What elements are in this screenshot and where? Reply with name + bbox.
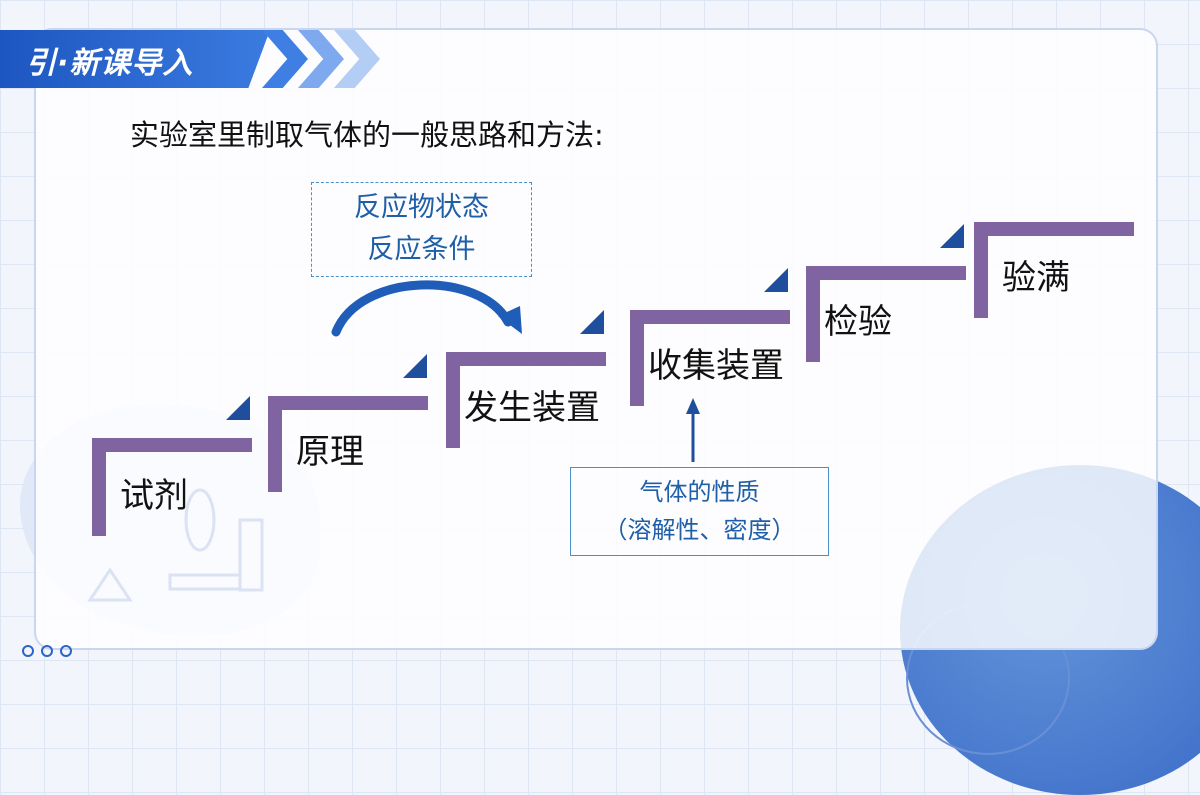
stair-step-5 [806,224,966,362]
stair-step-2 [268,354,428,492]
step-label-full-check: 验满 [1002,258,1070,298]
gas-properties-box: 气体的性质 （溶解性、密度） [570,467,829,556]
dot-icon [41,645,54,657]
step-label-principle: 原理 [296,432,364,472]
step-corner-icon [403,354,427,378]
step-label-reagent: 试剂 [120,476,188,516]
curved-arrow-icon [331,280,513,337]
stair-step-1 [92,396,252,536]
stair-step-6 [974,222,1134,318]
step-corner-icon [764,268,788,292]
step-label-generator: 发生装置 [464,388,600,428]
page-subtitle: 实验室里制取气体的一般思路和方法: [130,118,604,152]
stair-step-3 [446,310,606,448]
step-label-test: 检验 [824,302,892,342]
section-header-banner [0,30,270,88]
content-card [34,28,1158,650]
reaction-conditions-box: 反应物状态 反应条件 [311,182,532,277]
up-arrow-head-icon [686,398,700,414]
box-line: 反应条件 [367,234,476,265]
step-corner-icon [580,310,604,334]
staircase-diagram [87,222,1134,602]
section-title: 引·新课导入 [26,46,194,81]
box-line: （溶解性、密度） [603,516,796,544]
box-line: 气体的性质 [639,478,760,506]
box-line: 反应物状态 [354,192,489,223]
stair-step-4 [630,268,790,406]
step-corner-icon [226,396,250,420]
page-dots [22,642,74,661]
step-corner-icon [940,224,964,248]
dot-icon [60,645,73,657]
step-label-collector: 收集装置 [648,346,784,386]
lab-equipment-icon [87,488,264,602]
dot-icon [22,645,34,657]
arrow-head-icon [498,306,522,334]
